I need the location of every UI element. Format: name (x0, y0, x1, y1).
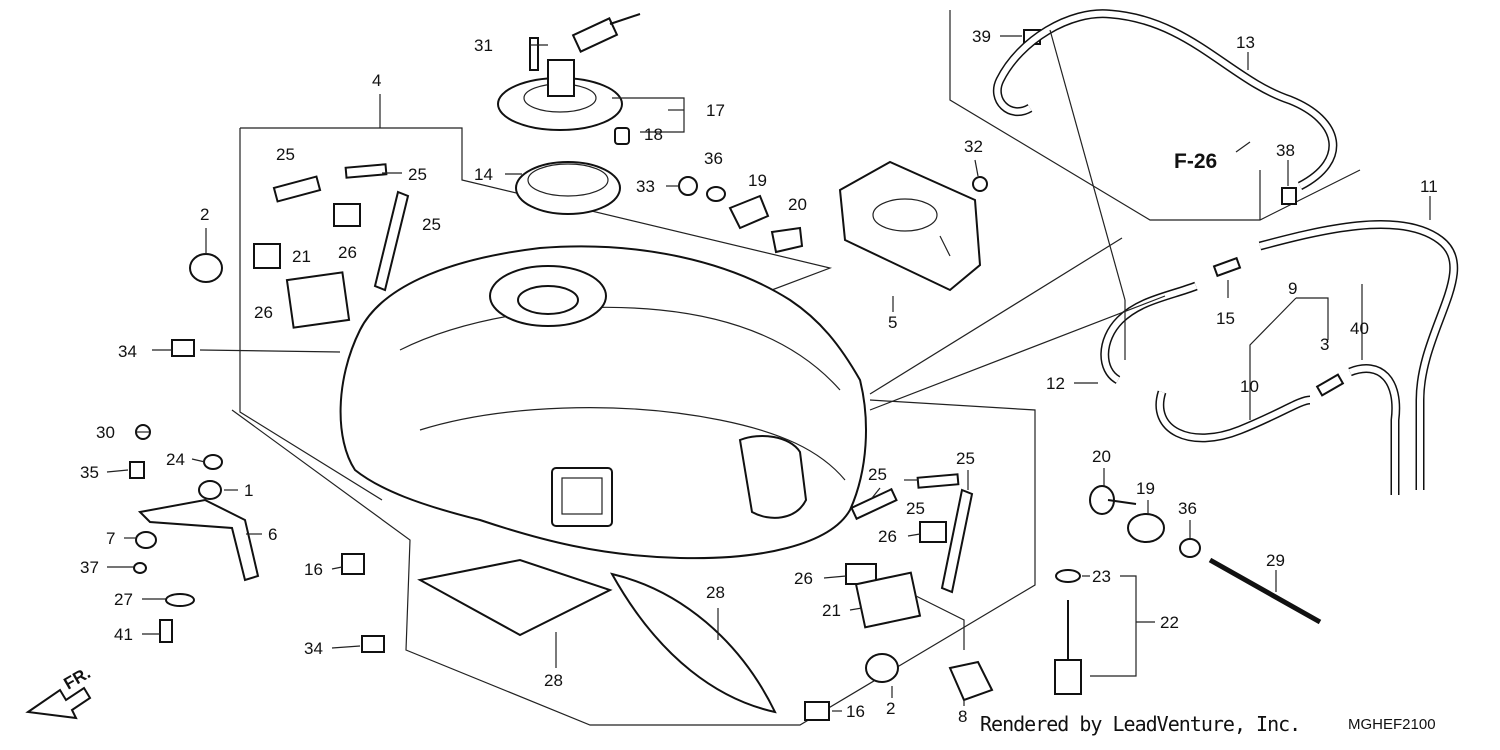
callout-19: 19 (1136, 479, 1155, 498)
credit-text: Rendered by LeadVenture, Inc. (980, 712, 1301, 736)
callout-2: 2 (200, 205, 209, 224)
callout-25: 25 (956, 449, 975, 468)
callout-16: 16 (846, 702, 865, 721)
callout-37: 37 (80, 558, 99, 577)
callout-4: 4 (372, 71, 381, 90)
callout-23: 23 (1092, 567, 1111, 586)
level-sensor (1054, 600, 1082, 695)
callout-10: 10 (1240, 377, 1259, 396)
callout-28: 28 (706, 583, 725, 602)
front-direction-marker: FR. (25, 663, 94, 720)
callout-40: 40 (1350, 319, 1369, 338)
callout-25: 25 (422, 215, 441, 234)
callout-38: 38 (1276, 141, 1295, 160)
callout-39: 39 (972, 27, 991, 46)
callout-29: 29 (1266, 551, 1285, 570)
callout-36: 36 (704, 149, 723, 168)
callout-25: 25 (276, 145, 295, 164)
callout-32: 32 (964, 137, 983, 156)
callouts: 31 17 18 14 4 25 25 25 26 21 26 2 34 33 … (80, 27, 1438, 726)
group-outline-left (231, 127, 1036, 726)
vent-hoses (992, 9, 1459, 495)
callout-13: 13 (1236, 33, 1255, 52)
leader-lines (106, 29, 1431, 712)
callout-36: 36 (1178, 499, 1197, 518)
callout-25: 25 (408, 165, 427, 184)
callout-24: 24 (166, 450, 185, 469)
reference-label: F-26 (1174, 150, 1217, 173)
callout-30: 30 (96, 423, 115, 442)
callout-20: 20 (788, 195, 807, 214)
cap-drain-part (614, 127, 630, 145)
filler-ring (515, 161, 621, 215)
fuel-tank (339, 245, 867, 560)
callout-17: 17 (706, 101, 725, 120)
callout-7: 7 (106, 529, 115, 548)
callout-18: 18 (644, 125, 663, 144)
callout-11: 11 (1420, 177, 1438, 196)
filler-cap (497, 13, 641, 131)
callout-34: 34 (118, 342, 137, 361)
callout-26: 26 (878, 527, 897, 546)
callout-5: 5 (888, 313, 897, 332)
callout-26: 26 (338, 243, 357, 262)
callout-8: 8 (958, 707, 967, 726)
mount-bracket (838, 160, 982, 292)
hardware-parts (129, 29, 1345, 721)
callout-41: 41 (114, 625, 133, 644)
rubber-pads (253, 163, 974, 714)
callout-25: 25 (906, 499, 925, 518)
callout-27: 27 (114, 590, 133, 609)
callout-28: 28 (544, 671, 563, 690)
callout-22: 22 (1160, 613, 1179, 632)
callout-31: 31 (474, 36, 493, 55)
callout-15: 15 (1216, 309, 1235, 328)
callout-33: 33 (636, 177, 655, 196)
fr-label: FR. (61, 663, 94, 693)
callout-20: 20 (1092, 447, 1111, 466)
callout-9: 9 (1288, 279, 1297, 298)
callout-16: 16 (304, 560, 323, 579)
callout-21: 21 (292, 247, 311, 266)
callout-34: 34 (304, 639, 323, 658)
callout-12: 12 (1046, 374, 1065, 393)
callout-19: 19 (748, 171, 767, 190)
callout-21: 21 (822, 601, 841, 620)
callout-6: 6 (268, 525, 277, 544)
callout-26: 26 (254, 303, 273, 322)
callout-14: 14 (474, 165, 493, 184)
callout-3: 3 (1320, 335, 1329, 354)
callout-35: 35 (80, 463, 99, 482)
drawing-code: MGHEF2100 (1348, 716, 1436, 733)
callout-1: 1 (244, 481, 253, 500)
callout-2: 2 (886, 699, 895, 718)
callout-25: 25 (868, 465, 887, 484)
callout-26: 26 (794, 569, 813, 588)
